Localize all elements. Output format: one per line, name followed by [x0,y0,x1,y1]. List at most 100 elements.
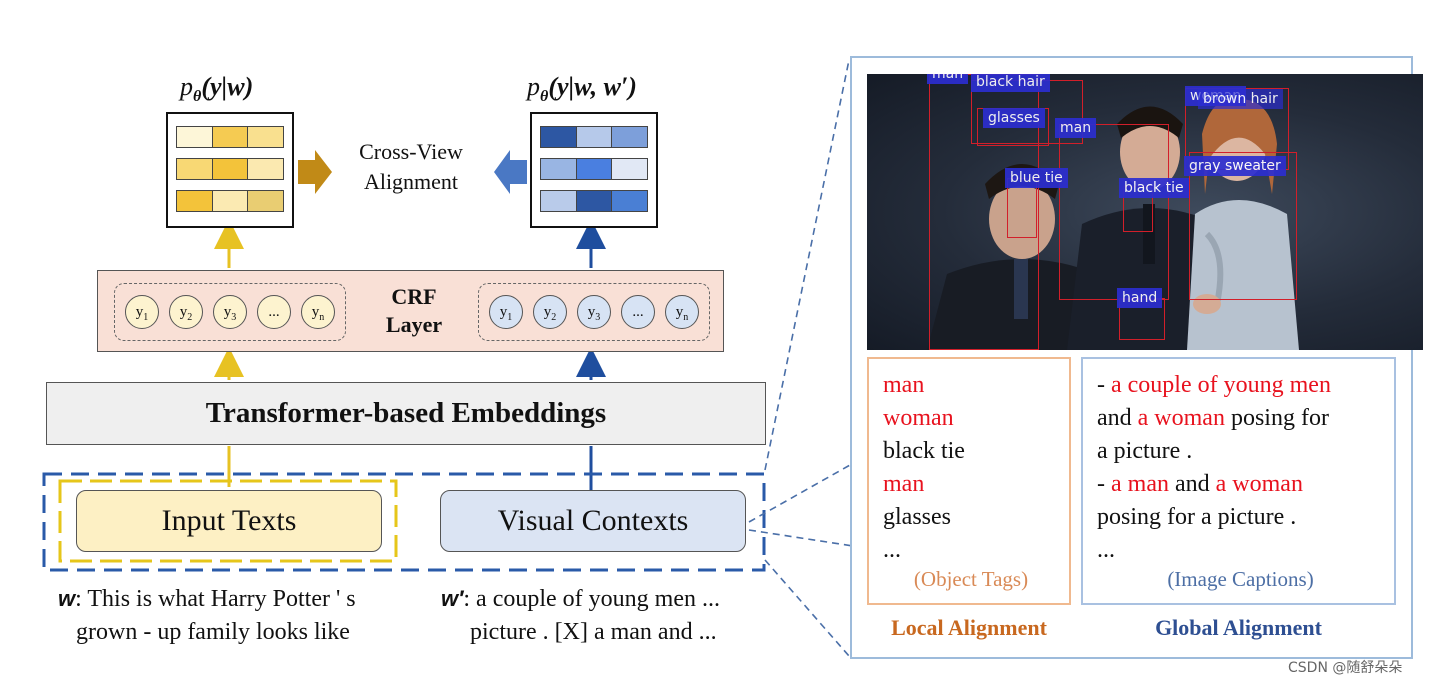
caption-text: - [1097,372,1111,398]
object-tags-list: man woman black tie man glasses... [883,369,965,567]
example-w-prime: w′: a couple of young men ... picture . … [441,582,720,649]
connector-bottom [764,559,850,657]
people-silhouettes [927,98,1299,350]
matrix-cell [541,159,577,179]
matrix-cell [212,191,249,211]
matrix-cell [576,191,613,211]
crf-node: yn [665,295,699,329]
tag-black-tie: black tie [1119,178,1189,198]
matrix-cell [612,191,648,211]
blue-matrix-row-1 [540,126,648,148]
matrix-cell [248,159,284,179]
yellow-matrix-row-1 [176,126,284,148]
matrix-cell [576,159,613,179]
crf-node: y3 [213,295,247,329]
tag-brown-hair: brown hair [1198,89,1283,109]
image-captions-label: (Image Captions) [1167,567,1314,591]
crf-visual-node-group: y1 y2 y3 ... yn [478,283,710,341]
matrix-cell [248,191,284,211]
transformer-embeddings: Transformer-based Embeddings [46,382,766,445]
blue-matrix-row-2 [540,158,648,180]
matrix-cell [541,127,577,147]
crf-text-node-group: y1 y2 y3 ... yn [114,283,346,341]
yellow-prob-matrix [166,112,294,228]
object-tags-box: man woman black tie man glasses... (Object T… [867,357,1071,605]
caption-line: ... [1097,534,1331,567]
tag-gray-sweater: gray sweater [1184,156,1286,176]
matrix-cell [576,127,613,147]
object-tag-item: man [883,372,925,398]
matrix-cell [177,127,213,147]
cross-view-line-1: Cross-View [359,139,463,164]
global-alignment-label: Global Alignment [1155,615,1322,640]
cross-view-alignment-label: Cross-View Alignment [336,137,486,197]
local-alignment-label: Local Alignment [891,615,1047,640]
object-tag-item: glasses [883,504,951,530]
blue-alignment-arrow [494,150,527,194]
tag-glasses: glasses [983,108,1045,128]
matrix-cell [541,191,577,211]
brown-alignment-arrow [298,150,332,194]
crf-layer: y1 y2 y3 ... yn CRF Layer y1 y2 y3 ... y… [97,270,724,352]
yellow-matrix-row-3 [176,190,284,212]
bbox-man-middle [1059,124,1169,300]
crf-node: y1 [489,295,523,329]
cross-view-line-2: Alignment [363,169,459,194]
caption-line: - a man and a woman [1097,468,1331,501]
crf-node: ... [621,295,655,329]
example-w: w: This is what Harry Potter ' s grown -… [58,582,356,649]
example-w-line-2: grown - up family looks like [76,619,350,645]
crf-node: y2 [533,295,567,329]
matrix-cell [612,127,648,147]
crf-node: ... [257,295,291,329]
connector-upper-mid [748,455,867,523]
connector-top [764,59,850,471]
example-w-line-1: w: This is what Harry Potter ' s [58,586,356,612]
input-texts-box: Input Texts [76,490,382,552]
example-w-prime-line-2: picture . [X] a man and ... [470,619,717,645]
caption-line: and a woman posing for [1097,402,1331,435]
blue-prob-matrix [530,112,658,228]
crf-node: y1 [125,295,159,329]
tag-man-2: man [1055,118,1097,138]
caption-text: a picture . [1097,438,1193,464]
caption-line: - a couple of young men [1097,369,1331,402]
prob-left-label: pθ(y|w) [180,72,254,106]
tag-hand: hand [1117,288,1163,308]
caption-line: a picture . [1097,435,1331,468]
matrix-cell [612,159,648,179]
tag-black-hair: black hair [971,74,1050,92]
object-tag-item: man [883,471,925,497]
matrix-cell [212,159,249,179]
tag-blue-tie: blue tie [1005,168,1068,188]
example-w-prime-line-1: w′: a couple of young men ... [441,586,720,612]
tag-man-1: man [927,74,969,84]
caption-line: posing for a picture . [1097,501,1331,534]
matrix-cell [212,127,249,147]
crf-label-line-1: CRF [391,284,437,309]
crf-layer-label: CRF Layer [364,283,464,339]
family-photo: man black hair woman brown hair glasses … [867,74,1423,350]
visual-contexts-box: Visual Contexts [440,490,746,552]
crf-node: y2 [169,295,203,329]
caption-text: posing for [1224,405,1329,431]
crf-node: y3 [577,295,611,329]
object-tags-label: (Object Tags) [913,567,1029,591]
caption-text: and [1168,471,1216,497]
blue-matrix-row-3 [540,190,648,212]
bbox-gray-sweater [1189,152,1297,300]
matrix-cell [177,191,213,211]
object-tag-item: woman [883,405,954,431]
caption-text: and [1097,405,1138,431]
caption-highlight: a man [1111,471,1169,497]
caption-text: posing for a picture . [1097,504,1297,530]
caption-highlight: a couple of young men [1111,372,1331,398]
connector-lower-mid [748,529,867,549]
object-tag-item: ... [883,537,901,563]
prob-right-label: pθ(y|w, w′) [527,72,637,106]
object-tag-item: black tie [883,438,965,464]
crf-label-line-2: Layer [385,312,443,337]
